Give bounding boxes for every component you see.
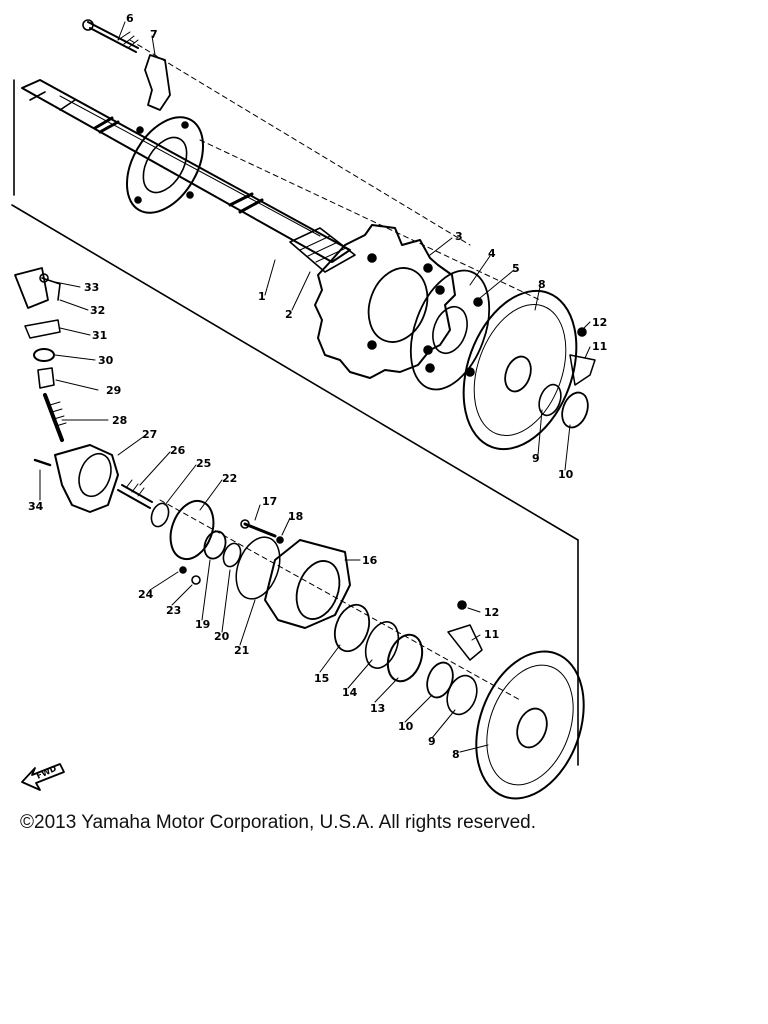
callout-12-upper: 12 (592, 316, 607, 329)
callout-33: 33 (84, 281, 99, 294)
callout-12-lower: 12 (484, 606, 499, 619)
callout-11-lower: 11 (484, 628, 499, 641)
callout-8-lower: 8 (452, 748, 460, 761)
callout-32: 32 (90, 304, 105, 317)
callout-7: 7 (150, 28, 158, 41)
callout-8-upper: 8 (538, 278, 546, 291)
part-callouts: 6 7 1 2 3 4 5 8 12 11 9 10 33 32 31 30 2… (28, 12, 607, 761)
callout-4: 4 (488, 247, 496, 260)
callout-6: 6 (126, 12, 134, 25)
callout-31: 31 (92, 329, 107, 342)
callout-11-upper: 11 (592, 340, 607, 353)
callout-9-upper: 9 (532, 452, 540, 465)
speedometer-drive-assembly (14, 267, 153, 513)
shaft-flange (126, 116, 204, 214)
callout-21: 21 (234, 644, 249, 657)
callout-3: 3 (455, 230, 463, 243)
forward-direction-arrow: FWD (21, 763, 65, 791)
callout-29: 29 (106, 384, 121, 397)
leader-lines (39, 21, 591, 753)
drive-sprocket (314, 224, 456, 379)
callout-10-lower: 10 (398, 720, 414, 733)
sprocket-plate (409, 269, 491, 391)
lower-idler-wheel (475, 650, 585, 800)
callout-1: 1 (258, 290, 266, 303)
callout-34: 34 (28, 500, 44, 513)
callout-15: 15 (314, 672, 329, 685)
callout-16: 16 (362, 554, 378, 567)
callout-25: 25 (196, 457, 211, 470)
frame-lines (11, 39, 579, 766)
upper-idler-wheel (462, 289, 596, 451)
callout-28: 28 (112, 414, 127, 427)
callout-10-upper: 10 (558, 468, 574, 481)
exploded-parts-diagram: FWD (11, 12, 607, 800)
callout-22: 22 (222, 472, 237, 485)
callout-27: 27 (142, 428, 157, 441)
callout-2: 2 (285, 308, 293, 321)
callout-19: 19 (195, 618, 210, 631)
callout-18: 18 (288, 510, 303, 523)
callout-9-lower: 9 (428, 735, 436, 748)
drive-shaft (21, 79, 356, 273)
callout-5: 5 (512, 262, 520, 275)
callout-23: 23 (166, 604, 181, 617)
callout-24: 24 (138, 588, 154, 601)
copyright-notice: ©2013 Yamaha Motor Corporation, U.S.A. A… (20, 812, 536, 833)
callout-20: 20 (214, 630, 230, 643)
callout-30: 30 (98, 354, 114, 367)
callout-26: 26 (170, 444, 186, 457)
callout-14: 14 (342, 686, 358, 699)
bolt-and-lock-plate (82, 19, 171, 111)
callout-17: 17 (262, 495, 277, 508)
callout-13: 13 (370, 702, 385, 715)
lower-bearing-housing (150, 499, 483, 716)
